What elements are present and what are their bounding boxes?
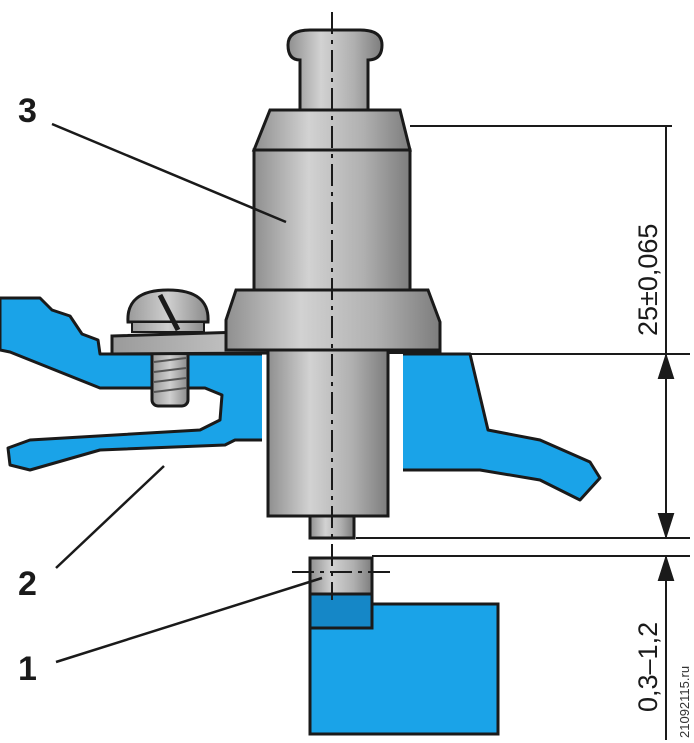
label-3: 3	[18, 92, 37, 130]
lower-part-pin	[308, 556, 374, 596]
leader-lines	[51, 122, 323, 664]
gauge-knob	[286, 28, 384, 112]
lower-part	[308, 556, 500, 736]
dimension-lines	[356, 125, 690, 740]
watermark: 21092115.ru	[677, 666, 692, 738]
bracket-bore-gap-right	[389, 354, 403, 476]
label-1: 1	[18, 650, 37, 688]
label-2: 2	[18, 565, 37, 603]
arrow-down-1	[657, 513, 675, 540]
dimension-upper-text: 25±0,065	[633, 224, 663, 336]
gauge-stem	[266, 348, 390, 518]
screw-slot	[157, 293, 181, 332]
arrow-up-2	[657, 554, 675, 581]
lower-part-pin-base	[308, 592, 374, 630]
arrow-up-1	[657, 352, 675, 379]
dimension-lower-text: 0,3–1,2	[633, 622, 663, 712]
